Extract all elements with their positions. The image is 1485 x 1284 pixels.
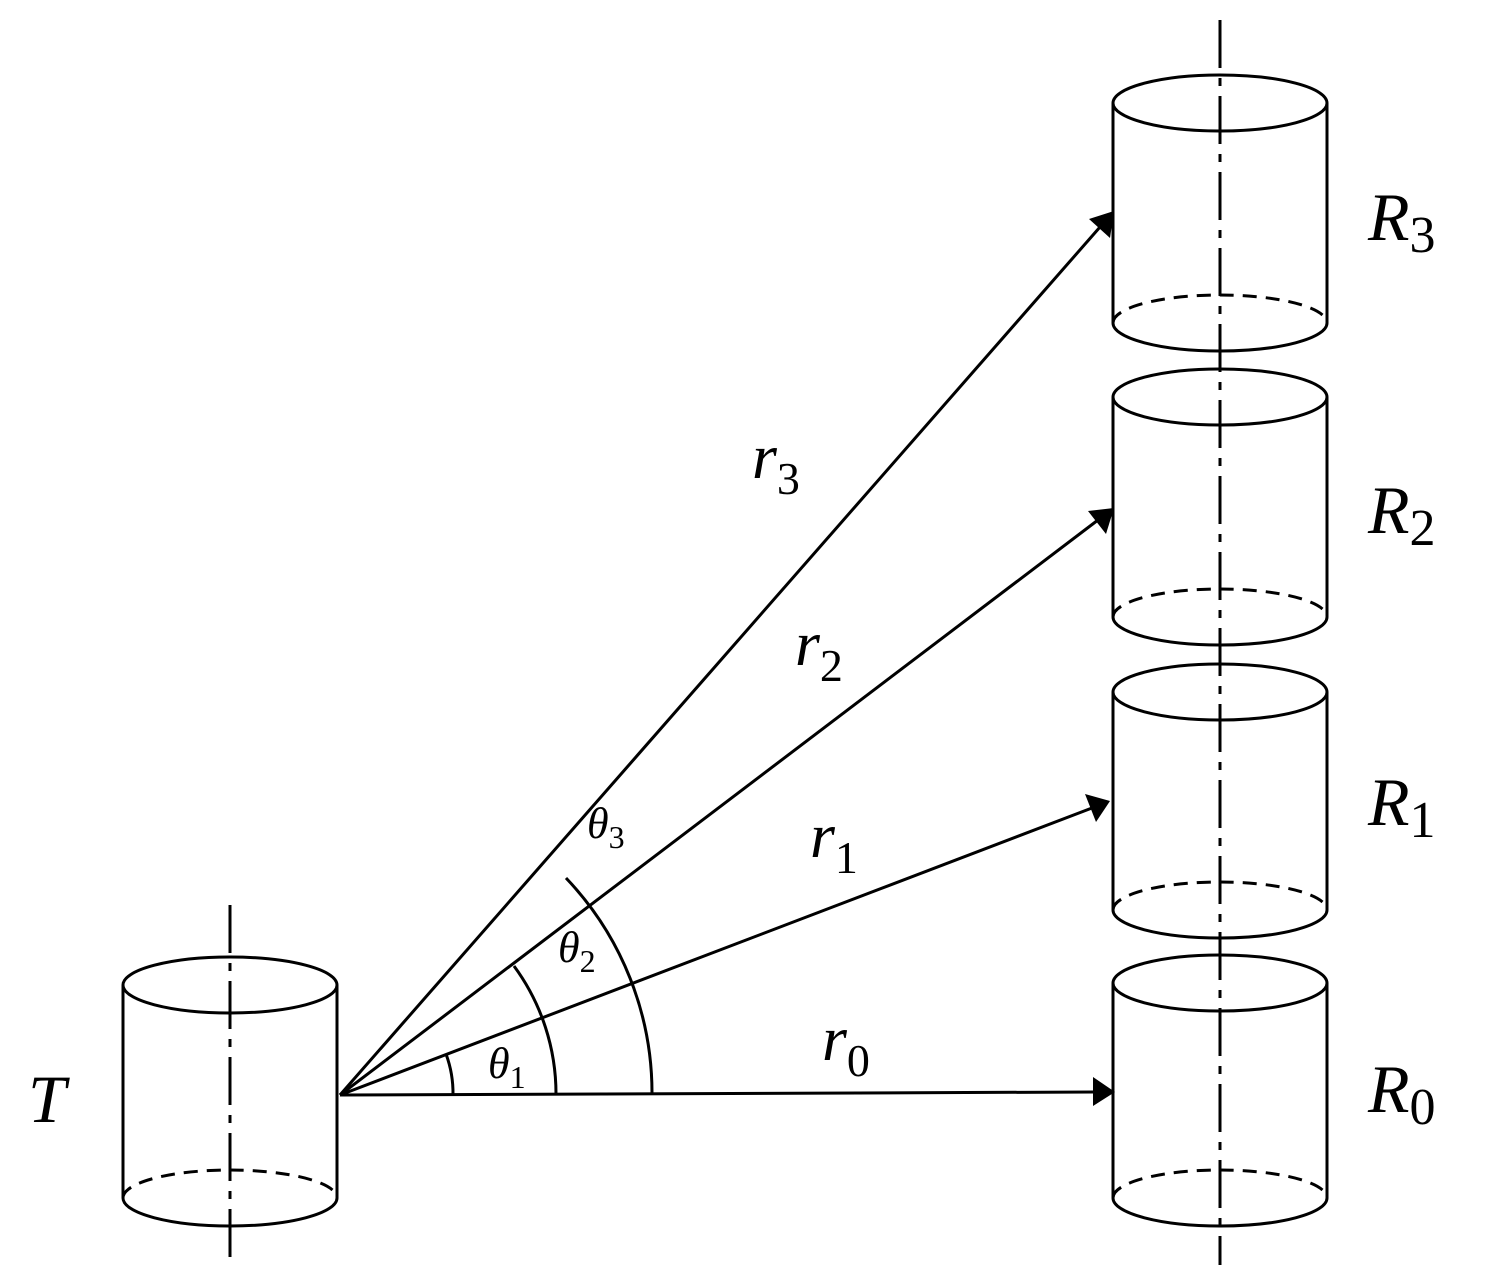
angle-arc-theta1 bbox=[444, 1053, 455, 1096]
receiver-label-r2: R2 bbox=[1367, 472, 1436, 557]
receiver-r2-bottom-front bbox=[1111, 616, 1329, 647]
receiver-r3-bottom-front bbox=[1111, 322, 1329, 353]
distance-label-r3: r3 bbox=[752, 421, 800, 504]
receiver-r2-bottom-back bbox=[1111, 587, 1329, 618]
ray-r2 bbox=[339, 518, 1099, 1097]
transmitter-bottom-front bbox=[121, 1197, 339, 1228]
ray-r1 bbox=[339, 806, 1093, 1097]
ray-r3 bbox=[338, 226, 1102, 1096]
angle-arc-theta2 bbox=[512, 965, 558, 1096]
receiver-cylinder-r1 bbox=[1111, 662, 1329, 940]
angle-label-theta3: θ3 bbox=[587, 799, 625, 855]
ray-r0 bbox=[339, 1090, 1096, 1097]
receiver-cylinder-r2 bbox=[1111, 367, 1329, 647]
transmitter-bottom-back bbox=[121, 1168, 339, 1199]
receiver-label-r3: R3 bbox=[1367, 179, 1436, 264]
receiver-cylinder-r0 bbox=[1111, 953, 1329, 1228]
angle-label-theta1: θ1 bbox=[488, 1039, 526, 1095]
receiver-r3-bottom-back bbox=[1111, 293, 1329, 324]
arrowhead-r0 bbox=[1093, 1077, 1115, 1106]
transmitter-label: T bbox=[28, 1061, 70, 1137]
angle-arc-theta3 bbox=[564, 876, 654, 1096]
receiver-r0-bottom-front bbox=[1111, 1197, 1329, 1228]
receiver-r0-bottom-back bbox=[1111, 1168, 1329, 1199]
arrowhead-r3 bbox=[1089, 211, 1114, 238]
arrowhead-r1 bbox=[1085, 794, 1110, 822]
distance-label-r2: r2 bbox=[795, 608, 843, 691]
receiver-r1-bottom-back bbox=[1111, 880, 1329, 911]
transmitter-cylinder bbox=[121, 905, 339, 1265]
receiver-r1-bottom-front bbox=[1111, 909, 1329, 940]
receiver-label-r1: R1 bbox=[1367, 764, 1436, 849]
distance-label-r0: r0 bbox=[822, 1003, 870, 1086]
angle-label-theta2: θ2 bbox=[558, 923, 596, 979]
arrowhead-r2 bbox=[1088, 508, 1114, 534]
receiver-label-r0: R0 bbox=[1367, 1051, 1436, 1136]
receiver-cylinder-r3 bbox=[1111, 73, 1329, 353]
distance-label-r1: r1 bbox=[810, 800, 858, 883]
